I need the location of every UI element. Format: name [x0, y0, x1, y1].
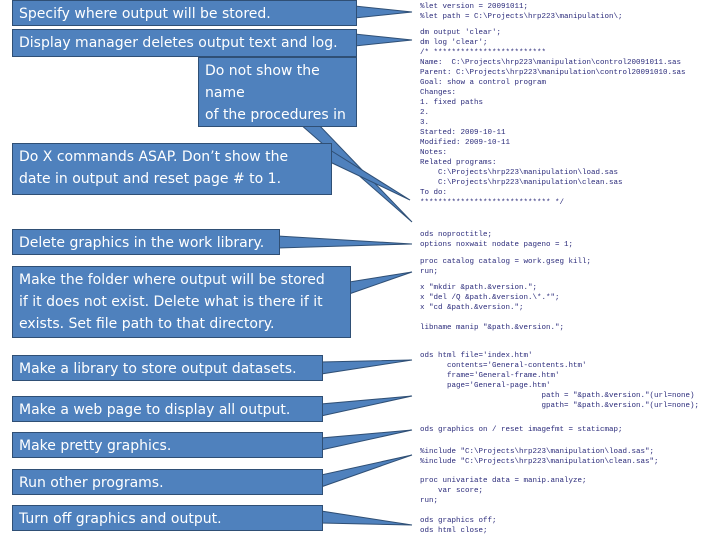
- code-libname: libname manip "&path.&version.";: [420, 324, 565, 332]
- pointer-1: [354, 5, 413, 19]
- pointer-11: [320, 510, 413, 526]
- pointer-8: [320, 395, 413, 417]
- pointer-4: [329, 149, 411, 201]
- code-header-comment: dm output 'clear'; dm log 'clear'; /* **…: [420, 29, 686, 207]
- pointer-7: [320, 359, 413, 375]
- code-proc-catalog: proc catalog catalog = work.gseg kill; r…: [420, 258, 592, 276]
- code-x-commands: x "mkdir &path.&version."; x "del /Q &pa…: [420, 284, 560, 312]
- pointer-9: [320, 429, 413, 451]
- pointer-6: [348, 271, 413, 295]
- code-close: ods graphics off; ods html close;: [420, 517, 497, 535]
- callout-make-folder: Make the folder where output will be sto…: [12, 266, 351, 338]
- callout-run-programs: Run other programs.: [12, 469, 323, 495]
- callout-delete-graphics: Delete graphics in the work library.: [12, 229, 280, 255]
- callout-display-manager: Display manager deletes output text and …: [12, 29, 357, 57]
- pointer-5: [277, 235, 413, 249]
- callout-make-library: Make a library to store output datasets.: [12, 355, 323, 381]
- pointer-2: [354, 33, 413, 47]
- code-ods-options: ods noproctitle; options noxwait nodate …: [420, 231, 574, 249]
- callout-pretty-graphics: Make pretty graphics.: [12, 432, 323, 458]
- code-let-statements: %let version = 20091011; %let path = C:\…: [420, 3, 623, 21]
- callout-specify-output: Specify where output will be stored.: [12, 0, 357, 26]
- callout-no-proc-name: Do not show the name of the procedures i…: [198, 57, 357, 145]
- callout-x-commands: Do X commands ASAP. Don’t show the date …: [12, 143, 332, 195]
- code-ods-graphics: ods graphics on / reset imagefmt = stati…: [420, 426, 623, 434]
- code-ods-html: ods html file='index.htm' contents='Gene…: [420, 352, 700, 410]
- code-proc-univariate: proc univariate data = manip.analyze; va…: [420, 477, 587, 505]
- callout-web-page: Make a web page to display all output.: [12, 396, 323, 422]
- callout-turn-off: Turn off graphics and output.: [12, 505, 323, 531]
- pointer-10: [320, 454, 413, 488]
- code-include: %include "C:\Projects\hrp223\manipulatio…: [420, 448, 659, 466]
